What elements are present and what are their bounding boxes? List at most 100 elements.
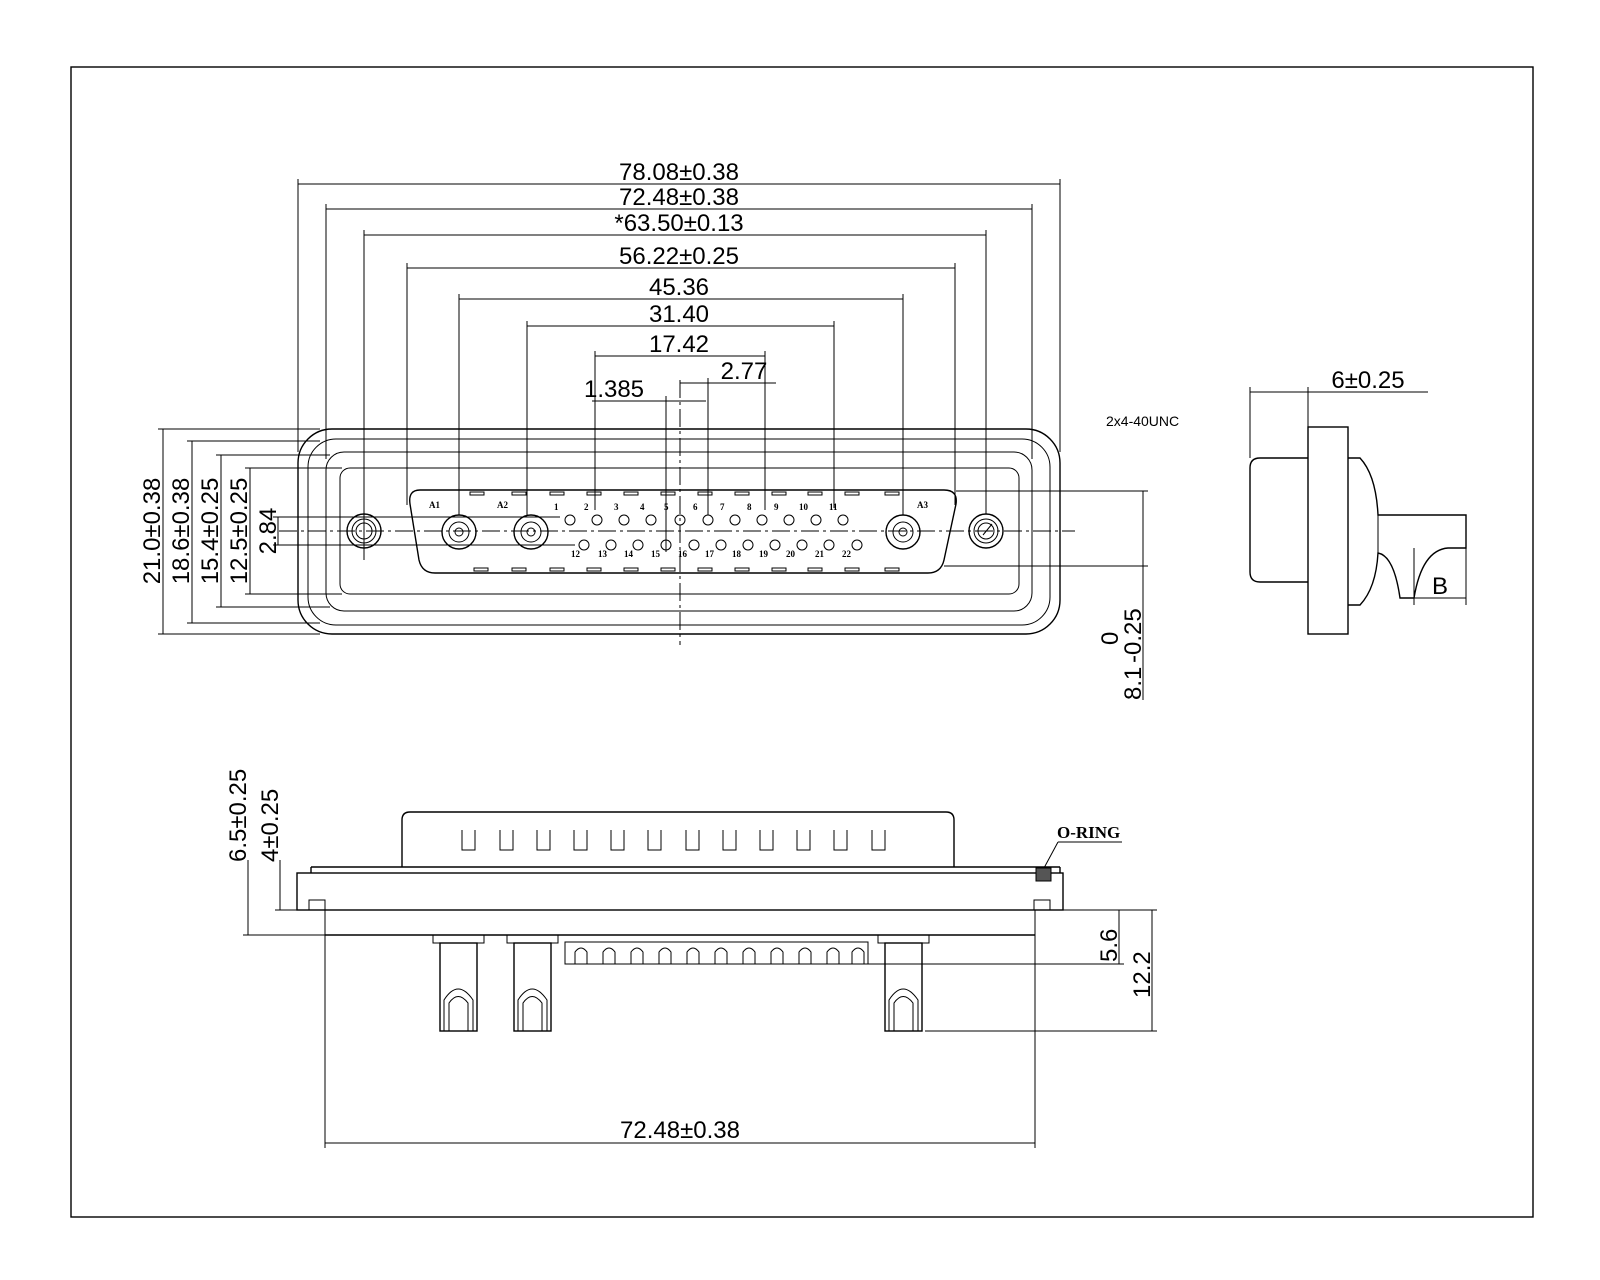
pin-label-1: 1 (554, 502, 559, 512)
contact-cavity (722, 830, 737, 851)
contact-cavity (536, 830, 551, 851)
svg-text:8.1: 8.1 (1120, 667, 1147, 700)
key-slot-bottom (660, 567, 676, 572)
signal-tail-block (564, 941, 869, 965)
signal-pin-bottom (769, 539, 781, 551)
pin-label-20: 20 (786, 549, 796, 559)
shell-outer (297, 428, 1061, 635)
svg-text:*63.50±0.13: *63.50±0.13 (614, 210, 743, 237)
signal-pin-top (783, 514, 795, 526)
signal-pin-top (591, 514, 603, 526)
key-slot-top (623, 491, 639, 496)
coax-contact-a2 (513, 514, 549, 550)
signal-pin-bottom (605, 539, 617, 551)
dim-31-40: 31.40 (526, 301, 835, 515)
coax-contact-a1 (441, 514, 477, 550)
key-slot-top (807, 491, 823, 496)
pin-label-16: 16 (678, 549, 688, 559)
pin-label-6: 6 (693, 502, 698, 512)
coax-contact-a3 (885, 514, 921, 550)
svg-text:12.2: 12.2 (1129, 951, 1156, 998)
svg-text:-0.25: -0.25 (1120, 608, 1147, 663)
signal-pin-top (756, 514, 768, 526)
dim-72-48-bottom: 72.48±0.38 (324, 935, 1036, 1148)
contact-cavity (759, 830, 774, 851)
svg-text:6±0.25: 6±0.25 (1331, 367, 1404, 394)
dim-2-77: 2.77 (680, 358, 776, 515)
svg-text:4±0.25: 4±0.25 (257, 789, 284, 862)
dim-72-48: 72.48±0.38 (325, 184, 1033, 459)
dim-1-385: 1.385 (584, 376, 706, 552)
svg-text:6.5±0.25: 6.5±0.25 (225, 769, 252, 862)
signal-pin-bottom (742, 539, 754, 551)
dim-18-6: 18.6±0.38 (168, 440, 320, 624)
dim-21-0: 21.0±0.38 (139, 428, 320, 635)
pin-label-21: 21 (815, 549, 825, 559)
key-slot-top (697, 491, 713, 496)
contact-cavity (796, 830, 811, 851)
bottom-view: O-RING 6.5±0.25 4±0.25 5.6 (225, 769, 1157, 1148)
pin-label-19: 19 (759, 549, 769, 559)
contact-cavity (833, 830, 848, 851)
signal-pin-top (645, 514, 657, 526)
coax-tail-a2 (506, 934, 559, 1032)
svg-text:18.6±0.38: 18.6±0.38 (168, 478, 195, 585)
svg-text:31.40: 31.40 (649, 301, 709, 328)
svg-text:B: B (1432, 573, 1448, 600)
key-slot-top (549, 491, 565, 496)
side-flange (1307, 426, 1349, 635)
svg-text:72.48±0.38: 72.48±0.38 (619, 184, 739, 211)
key-slot-bottom (697, 567, 713, 572)
dim-56-22: 56.22±0.25 (406, 243, 956, 505)
signal-pin-top (702, 514, 714, 526)
key-slot-bottom (771, 567, 787, 572)
contact-cavity (871, 830, 886, 851)
key-slot-bottom (473, 567, 489, 572)
signal-tail (602, 947, 616, 964)
svg-text:2.77: 2.77 (721, 358, 768, 385)
svg-text:15.4±0.25: 15.4±0.25 (197, 478, 224, 585)
dim-63-50: *63.50±0.13 (363, 210, 987, 560)
signal-tail (714, 947, 728, 964)
o-ring-section (1035, 867, 1052, 882)
key-slot-bottom (884, 567, 900, 572)
dim-6-5: 6.5±0.25 (225, 769, 325, 936)
signal-tail (798, 947, 812, 964)
pin-label-2: 2 (584, 502, 589, 512)
pin-label-8: 8 (747, 502, 752, 512)
key-slot-bottom (586, 567, 602, 572)
signal-tail (630, 947, 644, 964)
base-body (324, 909, 1036, 936)
pin-label-18: 18 (732, 549, 742, 559)
signal-pin-top (564, 514, 576, 526)
pin-label-9: 9 (774, 502, 779, 512)
drawing-frame (70, 66, 1534, 1218)
key-slot-bottom (511, 567, 527, 572)
signal-pin-bottom (715, 539, 727, 551)
thread-note: 2x4-40UNC (1106, 413, 1179, 429)
signal-pin-bottom (688, 539, 700, 551)
signal-tail (686, 947, 700, 964)
dim-b: B (1413, 548, 1467, 605)
svg-text:45.36: 45.36 (649, 274, 709, 301)
svg-text:56.22±0.25: 56.22±0.25 (619, 243, 739, 270)
contact-cavity (647, 830, 662, 851)
signal-pin-top (810, 514, 822, 526)
coax-tail-a1 (432, 934, 485, 1032)
side-contact-tail (1348, 457, 1467, 606)
dim-17-42: 17.42 (594, 331, 766, 510)
mounting-hole-right (968, 513, 1004, 549)
coax-tail-a3 (877, 934, 930, 1032)
key-slot-top (469, 491, 485, 496)
mounting-flange (296, 872, 1064, 911)
key-slot-bottom (807, 567, 823, 572)
svg-text:5.6: 5.6 (1096, 929, 1123, 962)
pin-label-a2: A2 (497, 500, 508, 510)
signal-pin-bottom (632, 539, 644, 551)
dim-2-84: 2.84 (255, 508, 575, 554)
pin-label-a1: A1 (429, 500, 440, 510)
dim-12-5: 12.5±0.25 (226, 467, 342, 595)
signal-tail (770, 947, 784, 964)
signal-pin-top (674, 514, 686, 526)
